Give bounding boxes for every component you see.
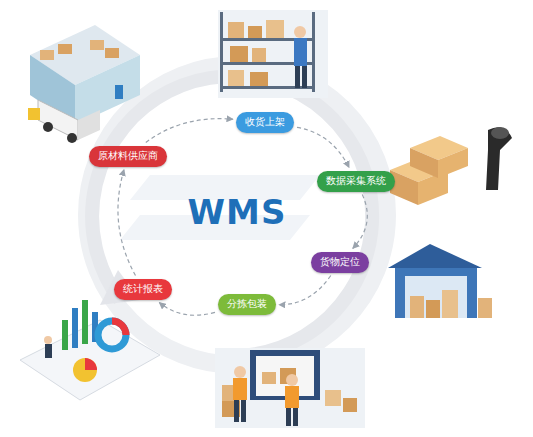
delivery-scene (215, 348, 365, 428)
cycle-connector (146, 119, 233, 143)
node-label: 分拣包装 (227, 297, 267, 311)
cycle-connector (118, 170, 136, 276)
cycle-connector (159, 303, 215, 316)
process-pill: 收货上架 (236, 112, 294, 133)
node-label: 货物定位 (320, 255, 360, 269)
boxes-scanner-scene (390, 127, 512, 205)
cycle-connector (297, 127, 349, 167)
process-pill: 分拣包装 (218, 294, 276, 315)
node-label: 收货上架 (245, 115, 285, 129)
warehouse-building (388, 244, 492, 318)
warehouse-scene (28, 25, 140, 143)
node-label: 统计报表 (123, 282, 163, 296)
process-pill: 原材料供应商 (89, 146, 167, 167)
node-label: 数据采集系统 (326, 174, 386, 188)
cycle-arrow (92, 76, 372, 355)
node-label: 原材料供应商 (98, 149, 158, 163)
cycle-connector (353, 195, 368, 249)
process-pill: 数据采集系统 (317, 171, 395, 192)
cycle-connector (279, 276, 331, 305)
process-pill: 统计报表 (114, 279, 172, 300)
center-title: WMS (184, 190, 291, 234)
node-label: WMS (188, 192, 287, 232)
report-charts (20, 300, 160, 400)
background-ring (87, 65, 387, 365)
process-pill: 货物定位 (311, 252, 369, 273)
watermark-logo (120, 175, 320, 240)
shelf-scene (218, 10, 328, 98)
